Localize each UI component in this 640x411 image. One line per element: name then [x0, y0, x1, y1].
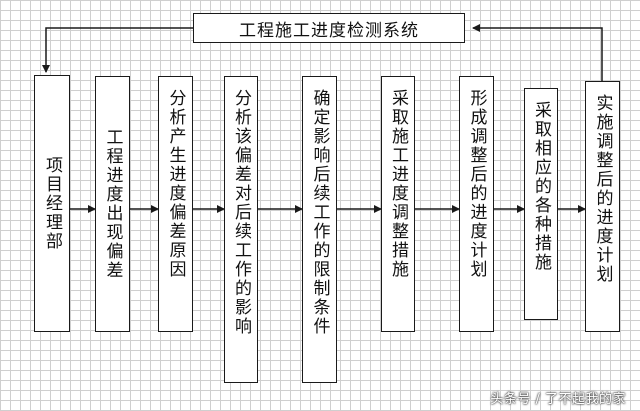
- step-label: 实施调整后的进度计划: [592, 94, 613, 284]
- feedback-arrow-left-down: [42, 27, 193, 73]
- step-box-adjust-measures: 采取施工进度调整措施: [381, 76, 415, 332]
- step-box-adjusted-plan: 形成调整后的进度计划: [459, 76, 494, 332]
- step-label: 分析产生进度偏差原因: [165, 89, 186, 279]
- watermark: 头条号 / 了不起我的家: [490, 392, 626, 407]
- step-label: 采取施工进度调整措施: [388, 89, 408, 279]
- step-label: 项目经理部: [42, 156, 62, 251]
- step-box-project-dept: 项目经理部: [34, 75, 70, 332]
- step-box-constraints: 确定影响后续工作的限制条件: [302, 76, 337, 383]
- step-label: 形成调整后的进度计划: [466, 89, 487, 279]
- feedback-arrow-right-up: [472, 24, 603, 81]
- step-label: 分析该偏差对后续工作的影响: [231, 89, 251, 336]
- step-box-analyze-cause: 分析产生进度偏差原因: [158, 76, 193, 332]
- step-box-take-measures: 采取相应的各种措施: [524, 88, 558, 320]
- step-box-analyze-impact: 分析该偏差对后续工作的影响: [224, 76, 258, 383]
- system-title: 工程施工进度检测系统: [239, 20, 419, 41]
- system-title-box: 工程施工进度检测系统: [193, 13, 465, 43]
- step-label: 工程进度出现偏差: [102, 128, 123, 280]
- step-box-implement-plan: 实施调整后的进度计划: [585, 81, 620, 332]
- step-box-deviation: 工程进度出现偏差: [95, 76, 130, 332]
- step-label: 确定影响后续工作的限制条件: [309, 89, 330, 336]
- step-label: 采取相应的各种措施: [531, 101, 551, 272]
